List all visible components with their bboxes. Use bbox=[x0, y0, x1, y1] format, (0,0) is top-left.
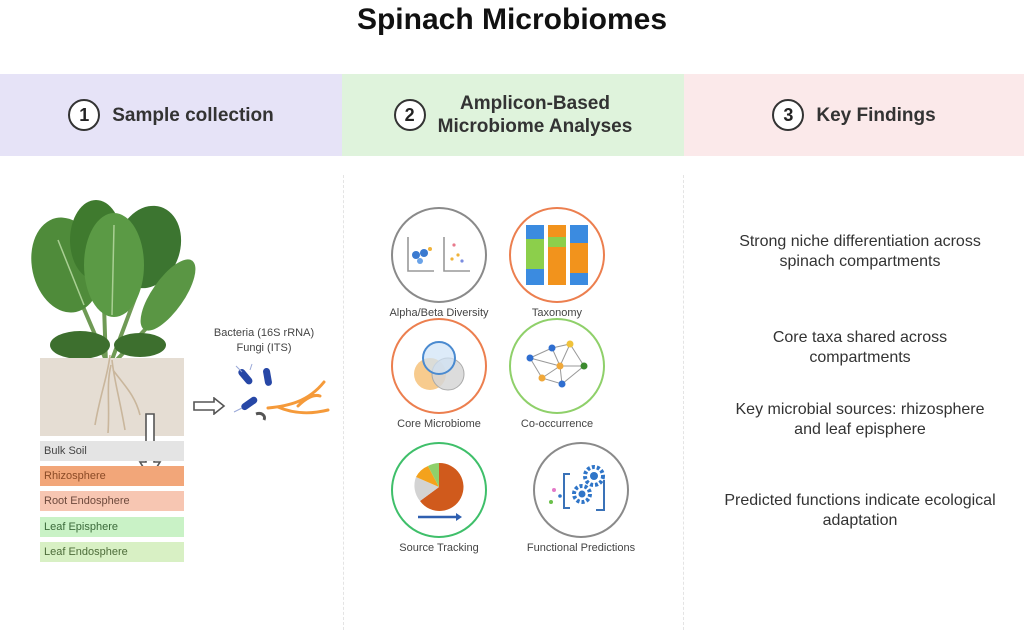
compartment-root-endosphere: Root Endosphere bbox=[40, 491, 184, 511]
target-bacteria: Bacteria (16S rRNA) bbox=[213, 327, 315, 339]
analysis-label: Functional Predictions bbox=[526, 542, 636, 554]
analysis-circle bbox=[509, 207, 605, 303]
target-fungi: Fungi (ITS) bbox=[236, 342, 292, 354]
column-divider bbox=[683, 175, 684, 630]
pie-chart-icon bbox=[414, 462, 464, 521]
page-title: Spinach Microbiomes bbox=[356, 3, 668, 36]
venn-diagram-icon bbox=[414, 341, 465, 391]
analysis-co-occurrence: Co-occurrence bbox=[492, 318, 622, 430]
column-divider bbox=[343, 175, 344, 630]
analysis-taxonomy: Taxonomy bbox=[492, 207, 622, 319]
step-label: Sample collection bbox=[112, 104, 274, 126]
finding-microbial-sources: Key microbial sources: rhizosphere and l… bbox=[735, 401, 985, 438]
finding-predicted-functions: Predicted functions indicate ecological … bbox=[724, 492, 996, 529]
analysis-label: Core Microbiome bbox=[397, 418, 481, 430]
analysis-circle bbox=[391, 442, 487, 538]
finding-core-taxa: Core taxa shared across compartments bbox=[772, 329, 948, 366]
compartment-bulk-soil: Bulk Soil bbox=[40, 441, 184, 461]
analysis-circle bbox=[533, 442, 629, 538]
analysis-label: Source Tracking bbox=[399, 542, 479, 554]
right-arrow-icon bbox=[193, 397, 226, 415]
sequencing-targets: Bacteria (16S rRNA) Fungi (ITS) bbox=[194, 326, 334, 356]
soil-block bbox=[40, 358, 184, 436]
step-label: Amplicon-Based Microbiome Analyses bbox=[438, 92, 633, 138]
step-label-line: Microbiome Analyses bbox=[437, 116, 633, 137]
analysis-label: Co-occurrence bbox=[520, 418, 594, 430]
analysis-alpha-beta-diversity: Alpha/Beta Diversity bbox=[374, 207, 504, 319]
gears-icon bbox=[549, 465, 605, 511]
compartment-rhizosphere: Rhizosphere bbox=[40, 466, 184, 486]
microbes-icon bbox=[233, 363, 330, 421]
analysis-circle bbox=[391, 318, 487, 414]
step-header-key-findings: 3 Key Findings bbox=[684, 74, 1024, 156]
analysis-circle bbox=[509, 318, 605, 414]
compartment-leaf-endosphere: Leaf Endosphere bbox=[40, 542, 184, 562]
step-number-badge: 1 bbox=[68, 99, 101, 131]
finding-niche-differentiation: Strong niche differentiation across spin… bbox=[739, 233, 981, 270]
step-number-badge: 3 bbox=[772, 99, 805, 131]
step-number-badge: 2 bbox=[393, 99, 426, 131]
roots-icon bbox=[94, 355, 141, 434]
spinach-plant-icon bbox=[31, 200, 196, 367]
analysis-circle bbox=[391, 207, 487, 303]
step-header-analyses: 2 Amplicon-Based Microbiome Analyses bbox=[342, 74, 684, 156]
step-header-sample-collection: 1 Sample collection bbox=[0, 74, 342, 156]
analysis-label: Taxonomy bbox=[531, 307, 583, 319]
analysis-core-microbiome: Core Microbiome bbox=[374, 318, 504, 430]
step-label: Key Findings bbox=[816, 104, 936, 126]
analysis-source-tracking: Source Tracking bbox=[374, 442, 504, 554]
analysis-label: Alpha/Beta Diversity bbox=[389, 307, 489, 319]
compartment-leaf-episphere: Leaf Episphere bbox=[40, 517, 184, 537]
network-icon bbox=[526, 340, 588, 388]
stacked-bar-icon bbox=[526, 225, 588, 285]
analysis-functional-predictions: Functional Predictions bbox=[516, 442, 646, 554]
diversity-plot-icon bbox=[407, 237, 470, 272]
step-label-line: Amplicon-Based bbox=[460, 93, 610, 114]
